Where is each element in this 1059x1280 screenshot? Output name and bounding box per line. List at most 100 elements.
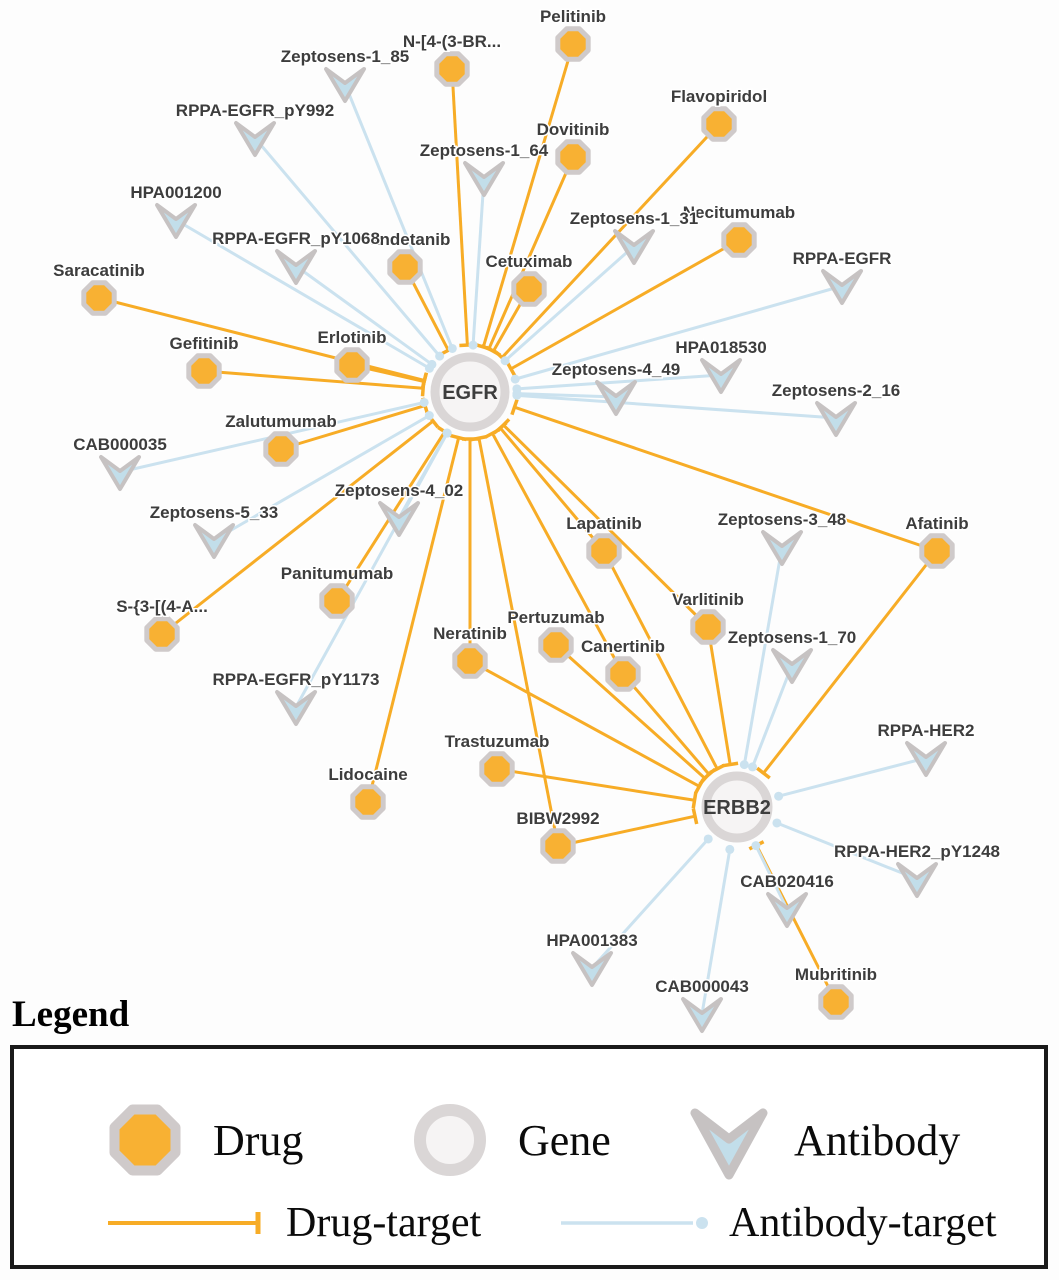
edge-varlitinib-egfr <box>496 418 710 629</box>
legend-label-drug-target: Drug-target <box>286 1200 482 1246</box>
node-label: RPPA-HER2 <box>878 721 975 740</box>
drug-node-panitumumab: Panitumumab <box>279 563 395 619</box>
edge-neratinib-erbb2 <box>469 659 705 795</box>
node-label: Necitumumab <box>683 203 795 222</box>
legend-item-antibody-target: Antibody-target <box>559 1199 997 1247</box>
edge-zeptosens-1-70-erbb2 <box>748 664 794 772</box>
node-label: S-{3-[(4-A... <box>116 597 208 616</box>
node-label: Flavopiridol <box>671 87 767 106</box>
node-label: Zeptosens-4_49 <box>552 360 681 379</box>
edge-cab020416-erbb2 <box>751 841 789 910</box>
legend-label-gene: Gene <box>518 1115 611 1165</box>
node-label: Zeptosens-2_16 <box>772 381 901 400</box>
node-label: RPPA-EGFR <box>793 249 892 268</box>
edge-varlitinib-erbb2 <box>706 626 739 768</box>
node-label: Mubritinib <box>795 965 877 984</box>
node-label: N-[4-(3-BR... <box>403 32 501 51</box>
edge-rppa-egfr-py1173-egfr <box>294 428 452 708</box>
node-layer: EGFR ERBB2 Pelitinib N-[4-(3-BR... Flavopiri… <box>52 6 1001 1033</box>
antibody-node-zeptosens-4-02: Zeptosens-4_02 <box>333 480 465 537</box>
node-label: CAB000043 <box>655 977 749 996</box>
edge-rppa-her2-py1248-erbb2 <box>772 818 918 881</box>
edge-zeptosens-2-16-egfr <box>512 390 837 420</box>
antibody-node-rppa-egfr-py1173: RPPA-EGFR_pY1173 <box>211 669 381 726</box>
legend-title: Legend <box>12 994 130 1035</box>
gene-label: ERBB2 <box>703 797 771 819</box>
drug-node-afatinib: Afatinib <box>904 513 970 569</box>
node-label: Canertinib <box>581 637 665 656</box>
edge-lidocaine-egfr <box>366 433 467 803</box>
antibody-node-zeptosens-2-16: Zeptosens-2_16 <box>770 380 902 437</box>
gene-node-egfr: EGFR <box>430 352 510 432</box>
node-label: Saracatinib <box>53 261 145 280</box>
drug-node-gefitinib: Gefitinib <box>168 333 240 389</box>
edge-hpa001383-erbb2 <box>590 834 713 970</box>
node-label: Dovitinib <box>537 120 610 139</box>
drug-node-necitumumab: Necitumumab <box>681 202 797 258</box>
antibody-node-icon <box>690 1108 768 1180</box>
node-label: Lapatinib <box>566 514 642 533</box>
edge-trastuzumab-erbb2 <box>496 767 698 809</box>
legend-box: Drug Gene Antibody Drug-target Antibody-… <box>10 1045 1048 1269</box>
edge-zeptosens-1-85-egfr <box>343 83 457 353</box>
legend-item-antibody: Antibody <box>686 1097 960 1183</box>
drug-node-n-4-3-br: N-[4-(3-BR... <box>401 31 503 87</box>
drug-node-varlitinib: Varlitinib <box>671 589 745 645</box>
node-label: Gefitinib <box>170 334 239 353</box>
legend-item-drug: Drug <box>99 1094 303 1186</box>
node-label: Trastuzumab <box>445 732 550 751</box>
node-label: Zeptosens-4_02 <box>335 481 464 500</box>
drug-node-icon <box>109 1104 181 1176</box>
edge-zeptosens-5-33-egfr <box>213 411 434 542</box>
legend-label-antibody-target: Antibody-target <box>729 1200 997 1246</box>
drug-node-cetuximab: Cetuximab <box>484 251 574 307</box>
drug-node-canertinib: Canertinib <box>579 636 667 692</box>
edge-rppa-her2-erbb2 <box>774 756 927 801</box>
node-label: Zeptosens-5_33 <box>150 503 279 522</box>
edge-canertinib-erbb2 <box>621 673 717 781</box>
antibody-node-zeptosens-1-31: Zeptosens-1_31 <box>568 208 700 265</box>
drug-node-lidocaine: Lidocaine <box>327 764 409 820</box>
edge-rppa-egfr-py992-egfr <box>253 137 445 361</box>
node-label: CAB000035 <box>73 435 167 454</box>
node-label: Erlotinib <box>318 328 387 347</box>
drug-node-pertuzumab: Pertuzumab <box>506 607 606 663</box>
antibody-node-rppa-egfr: RPPA-EGFR <box>791 248 893 305</box>
node-label: Panitumumab <box>281 564 393 583</box>
edge-rppa-egfr-py1068-egfr <box>295 264 437 369</box>
drug-node-trastuzumab: Trastuzumab <box>443 731 551 787</box>
drug-node-pelitinib: Pelitinib <box>538 6 608 62</box>
antibody-node-rppa-her2-py1248: RPPA-HER2_pY1248 <box>833 841 1001 898</box>
antibody-node-hpa018530: HPA018530 <box>674 337 768 394</box>
legend-label-antibody: Antibody <box>794 1115 961 1165</box>
legend-item-gene: Gene <box>404 1094 611 1186</box>
node-label: RPPA-EGFR_pY1068 <box>212 229 380 248</box>
edge-zeptosens-1-64-egfr <box>468 177 486 350</box>
drug-node-dovitinib: Dovitinib <box>535 119 611 175</box>
node-label: HPA001383 <box>546 931 637 950</box>
node-label: CAB020416 <box>740 872 834 891</box>
antibody-target-edge-icon <box>561 1217 708 1229</box>
antibody-node-cab000035: CAB000035 <box>72 434 168 491</box>
node-label: Cetuximab <box>486 252 573 271</box>
antibody-node-rppa-her2: RPPA-HER2 <box>876 720 976 777</box>
node-label: Zeptosens-1_85 <box>281 47 410 66</box>
node-label: Lidocaine <box>328 765 407 784</box>
edge-cab000043-erbb2 <box>700 844 735 1015</box>
drug-node-erlotinib: Erlotinib <box>316 327 388 383</box>
drug-node-s-3-4-a: S-{3-[(4-A... <box>115 596 209 652</box>
gene-node-erbb2: ERBB2 <box>701 771 773 843</box>
node-label: Zeptosens-1_31 <box>570 209 699 228</box>
node-label: Zalutumumab <box>225 412 336 431</box>
antibody-node-cab020416: CAB020416 <box>739 871 835 928</box>
node-label: RPPA-EGFR_pY992 <box>176 101 334 120</box>
drug-node-bibw2992: BIBW2992 <box>515 808 601 864</box>
network-graph: EGFR ERBB2 Pelitinib N-[4-(3-BR... Flavopiri… <box>52 6 1001 1033</box>
node-label: Zeptosens-1_64 <box>420 141 549 160</box>
drug-node-saracatinib: Saracatinib <box>52 260 146 316</box>
antibody-node-rppa-egfr-py1068: RPPA-EGFR_pY1068 <box>211 228 381 285</box>
node-label: Vandetanib <box>360 230 451 249</box>
edge-afatinib-erbb2 <box>756 550 939 780</box>
node-label: Zeptosens-3_48 <box>718 510 847 529</box>
